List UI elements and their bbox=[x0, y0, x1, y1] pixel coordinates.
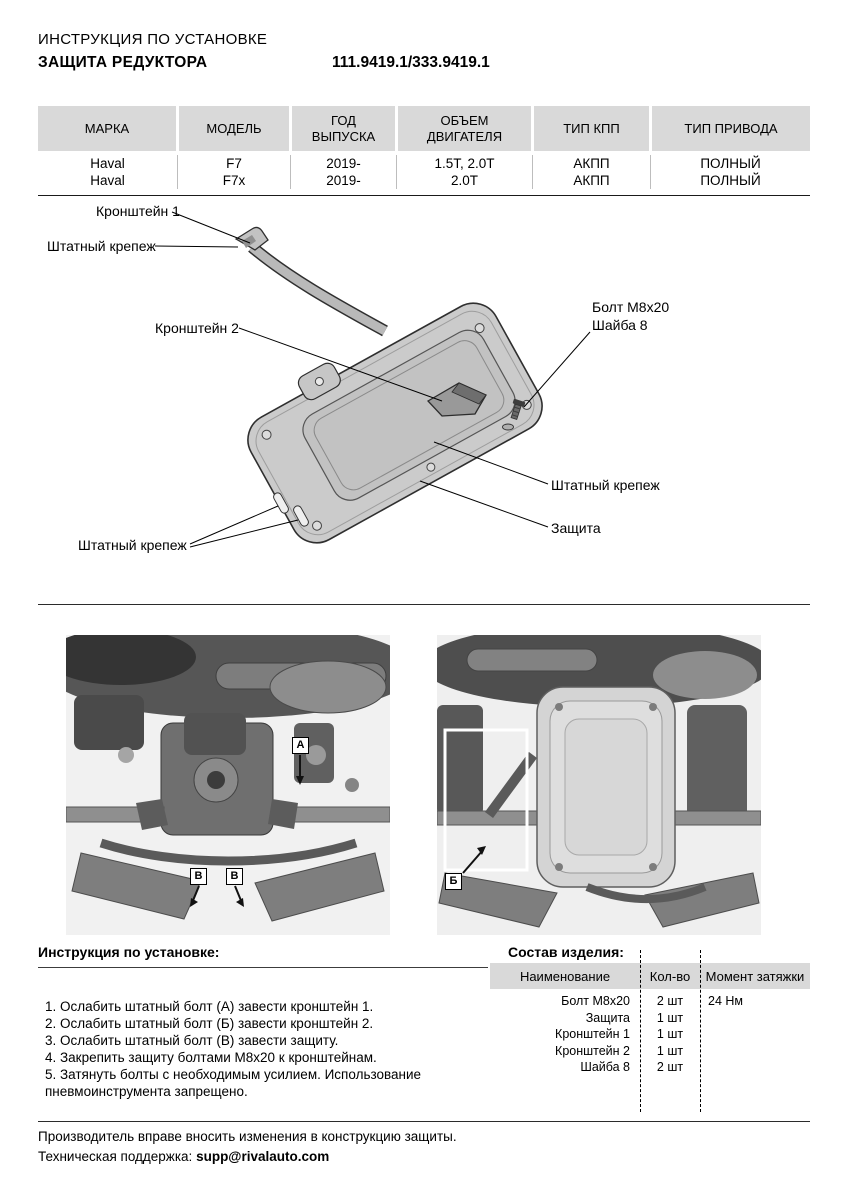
instructions-title: Инструкция по установке: bbox=[38, 944, 220, 960]
part-name: Шайба 8 bbox=[580, 1060, 630, 1075]
guard-diagram-art bbox=[154, 211, 591, 548]
part-name: Кронштейн 1 bbox=[555, 1027, 630, 1042]
part-name: Болт М8х20 bbox=[561, 994, 630, 1009]
undercarriage-photo-art bbox=[66, 635, 390, 935]
marker-b: Б bbox=[445, 873, 462, 890]
fitment-cell: F7 bbox=[178, 155, 291, 172]
marker-v: В bbox=[190, 868, 207, 885]
label-bracket2: Кронштейн 2 bbox=[155, 320, 239, 336]
fitment-header-cell: МАРКА bbox=[38, 106, 176, 151]
photo-undercarriage-before: А В В bbox=[66, 635, 390, 935]
instruction-step: 2. Ослабить штатный болт (Б) завести кро… bbox=[45, 1016, 374, 1031]
section-divider bbox=[38, 604, 810, 605]
label-bolt: Болт М8х20 bbox=[592, 299, 670, 315]
marker-v: В bbox=[226, 868, 243, 885]
parts-row: Защита 1 шт bbox=[490, 1010, 810, 1027]
parts-row: Кронштейн 1 1 шт bbox=[490, 1026, 810, 1043]
part-name: Кронштейн 2 bbox=[555, 1043, 630, 1058]
fitment-header-cell: МОДЕЛЬ bbox=[179, 106, 289, 151]
part-qty: 1 шт bbox=[656, 1043, 684, 1058]
instruction-step: 3. Ослабить штатный болт (В) завести защ… bbox=[45, 1033, 339, 1048]
fitment-cell: АКПП bbox=[533, 155, 651, 172]
instruction-step: 5. Затянуть болты с необходимым усилием.… bbox=[45, 1067, 422, 1099]
parts-header-row: Наименование Кол-во Момент затяжки bbox=[490, 963, 810, 989]
instructions-list: 1. Ослабить штатный болт (А) завести кро… bbox=[45, 998, 497, 1100]
fitment-cell: 2019- bbox=[291, 172, 397, 189]
instruction-step: 4. Закрепить защиту болтами М8х20 к крон… bbox=[45, 1050, 377, 1065]
product-title: ЗАЩИТА РЕДУКТОРА bbox=[38, 54, 208, 71]
support-label: Техническая поддержка: bbox=[38, 1149, 193, 1164]
fitment-cell: 1.5T, 2.0T bbox=[397, 155, 533, 172]
parts-title: Состав изделия: bbox=[508, 944, 624, 960]
fitment-cell: ПОЛНЫЙ bbox=[700, 173, 761, 188]
photo-undercarriage-installed: Б bbox=[437, 635, 761, 935]
parts-row: Кронштейн 2 1 шт bbox=[490, 1043, 810, 1060]
parts-header-cell: Наименование bbox=[519, 968, 611, 984]
doc-type-title: ИНСТРУКЦИЯ ПО УСТАНОВКЕ bbox=[38, 31, 268, 48]
parts-row: Болт М8х20 2 шт 24 Нм bbox=[490, 993, 810, 1010]
part-name: Защита bbox=[585, 1010, 630, 1025]
label-stock-fastener-bottom: Штатный крепеж bbox=[78, 537, 187, 553]
parts-header-cell: Кол-во bbox=[649, 968, 691, 984]
undercarriage-photo-art bbox=[437, 635, 761, 935]
label-bracket1: Кронштейн 1 bbox=[96, 203, 180, 219]
fitment-cell: Haval bbox=[38, 172, 178, 189]
marker-a: А bbox=[292, 737, 309, 754]
parts-header-cell: Момент затяжки bbox=[705, 968, 805, 984]
fitment-header-cell: ОБЪЕМ ДВИГАТЕЛЯ bbox=[398, 106, 531, 151]
part-qty: 2 шт bbox=[656, 994, 684, 1009]
fitment-cell: 2019- bbox=[291, 155, 397, 172]
label-stock-fastener-right: Штатный крепеж bbox=[551, 477, 660, 493]
support-line: Техническая поддержка: supp@rivalauto.co… bbox=[38, 1149, 329, 1164]
fitment-cell: ПОЛНЫЙ bbox=[700, 156, 761, 171]
fitment-header-cell: ТИП КПП bbox=[534, 106, 649, 151]
fitment-cell: Haval bbox=[38, 155, 178, 172]
label-stock-fastener-top: Штатный крепеж bbox=[47, 238, 156, 254]
parts-column-divider bbox=[640, 950, 641, 1112]
manufacturer-note: Производитель вправе вносить изменения в… bbox=[38, 1129, 457, 1144]
fitment-table: МАРКА МОДЕЛЬ ГОД ВЫПУСКА ОБЪЕМ ДВИГАТЕЛЯ… bbox=[38, 106, 810, 196]
instruction-step: 1. Ослабить штатный болт (А) завести кро… bbox=[45, 999, 374, 1014]
fitment-row: Haval F7x 2019- 2.0T АКПП ПОЛНЫЙ bbox=[38, 172, 810, 189]
instructions-divider bbox=[38, 967, 488, 968]
part-qty: 1 шт bbox=[656, 1010, 684, 1025]
part-qty: 1 шт bbox=[656, 1027, 684, 1042]
fitment-header-cell: ТИП ПРИВОДА bbox=[652, 106, 810, 151]
parts-table-body: Болт М8х20 2 шт 24 Нм Защита 1 шт Кроншт… bbox=[490, 993, 810, 1076]
fitment-row: Haval F7 2019- 1.5T, 2.0T АКПП ПОЛНЫЙ bbox=[38, 155, 810, 172]
label-guard: Защита bbox=[551, 520, 601, 536]
part-qty: 2 шт bbox=[656, 1060, 684, 1075]
fitment-header-row: МАРКА МОДЕЛЬ ГОД ВЫПУСКА ОБЪЕМ ДВИГАТЕЛЯ… bbox=[38, 106, 810, 151]
support-email: supp@rivalauto.com bbox=[196, 1149, 330, 1164]
parts-row: Шайба 8 2 шт bbox=[490, 1059, 810, 1076]
highlight-box bbox=[443, 728, 529, 872]
footer-divider bbox=[38, 1121, 810, 1122]
part-torque: 24 Нм bbox=[708, 994, 743, 1009]
label-washer: Шайба 8 bbox=[592, 317, 648, 333]
exploded-diagram: Кронштейн 1 Штатный крепеж Кронштейн 2 Б… bbox=[38, 195, 810, 605]
fitment-cell: F7x bbox=[178, 172, 291, 189]
part-numbers: 111.9419.1/333.9419.1 bbox=[332, 54, 490, 71]
parts-column-divider bbox=[700, 950, 701, 1112]
fitment-header-cell: ГОД ВЫПУСКА bbox=[292, 106, 395, 151]
fitment-cell: АКПП bbox=[533, 172, 651, 189]
fitment-body: Haval F7 2019- 1.5T, 2.0T АКПП ПОЛНЫЙ Ha… bbox=[38, 151, 810, 196]
fitment-cell: 2.0T bbox=[397, 172, 533, 189]
